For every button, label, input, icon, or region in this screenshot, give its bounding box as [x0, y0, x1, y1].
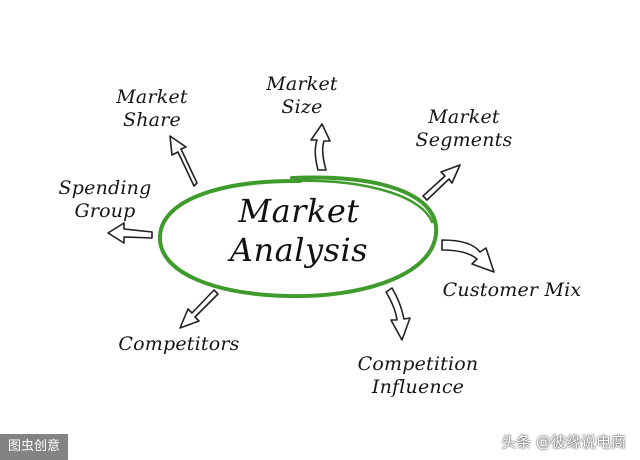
node-competition-influence: Competition Influence — [340, 353, 496, 399]
node-customer-mix: Customer Mix — [430, 279, 594, 302]
node-market-size-line1: Market — [266, 73, 338, 95]
arrow-competition-influence — [385, 287, 411, 341]
node-spending-group-line1: Spending — [58, 177, 152, 199]
node-market-share-line1: Market — [116, 86, 188, 108]
center-ellipse-overlap — [284, 179, 434, 224]
node-market-share: Market Share — [106, 86, 198, 132]
arrow-market-segments — [422, 164, 461, 201]
arrow-market-share — [169, 135, 198, 187]
node-competitors: Competitors — [106, 333, 252, 356]
arrow-competitors — [179, 289, 219, 329]
node-customer-mix-line1: Customer Mix — [442, 279, 582, 301]
center-title-line1: Market — [238, 192, 360, 230]
center-title-line2: Analysis — [229, 231, 369, 269]
node-market-segments-line2: Segments — [415, 129, 513, 151]
arrow-spending-group — [107, 222, 153, 244]
watermark-right: 头条 @彼缘说电商 — [501, 433, 626, 451]
arrow-market-size — [310, 123, 331, 171]
watermark-left: 图虫创意 — [0, 434, 68, 460]
node-market-size: Market Size — [254, 73, 350, 119]
center-ellipse — [157, 175, 439, 299]
arrow-customer-mix — [441, 239, 495, 273]
node-market-segments: Market Segments — [404, 106, 524, 152]
node-spending-group-line2: Group — [74, 200, 136, 222]
center-title: Market Analysis — [194, 192, 404, 270]
node-market-share-line2: Share — [123, 109, 181, 131]
node-market-size-line2: Size — [281, 96, 323, 118]
node-competitors-line1: Competitors — [118, 333, 240, 355]
node-competition-influence-line2: Influence — [371, 376, 465, 398]
node-market-segments-line1: Market — [428, 106, 500, 128]
node-competition-influence-line1: Competition — [357, 353, 479, 375]
node-spending-group: Spending Group — [44, 177, 166, 223]
